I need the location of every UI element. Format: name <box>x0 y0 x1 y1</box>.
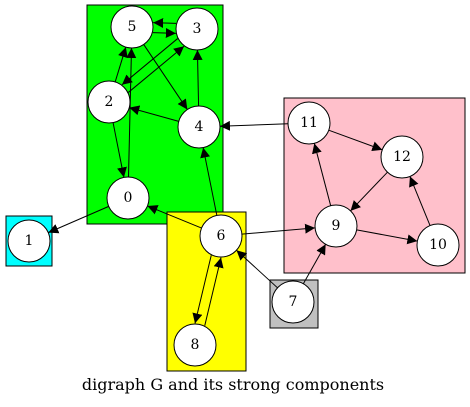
node-8: 8 <box>173 323 217 367</box>
edge-7-to-6 <box>236 249 278 289</box>
edge-9-to-10 <box>356 229 418 245</box>
node-3: 3 <box>175 7 219 51</box>
node-12: 12 <box>380 135 424 179</box>
edge-group <box>48 17 431 326</box>
node-1: 1 <box>7 219 51 263</box>
node-label: 7 <box>289 294 298 310</box>
edge-2-to-5 <box>114 46 128 83</box>
node-circle <box>173 323 217 367</box>
node-7: 7 <box>271 280 315 324</box>
edge-5-to-3 <box>152 28 176 39</box>
edge-2-to-3 <box>128 45 185 93</box>
node-circle <box>7 219 51 263</box>
node-label: 12 <box>393 149 411 165</box>
edge-6-to-8 <box>192 255 212 324</box>
node-circle <box>380 135 424 179</box>
edge-8-to-6 <box>204 257 224 326</box>
node-circle <box>287 101 331 145</box>
node-circle <box>177 105 221 149</box>
node-label: 11 <box>300 115 318 131</box>
graph-caption: digraph G and its strong components <box>82 375 384 394</box>
node-label: 9 <box>332 218 341 234</box>
edge-6-to-9 <box>241 223 316 235</box>
node-circle <box>199 214 243 258</box>
node-11: 11 <box>287 101 331 145</box>
component-clusters <box>5 4 466 372</box>
node-label: 2 <box>105 94 114 110</box>
edge-6-to-4 <box>200 147 218 216</box>
edge-7-to-9 <box>302 244 327 284</box>
node-circle <box>314 204 358 248</box>
node-label: 1 <box>25 233 34 249</box>
edge-4-to-3 <box>192 49 203 107</box>
edge-4-to-2 <box>129 105 179 122</box>
node-10: 10 <box>416 223 460 267</box>
node-label: 6 <box>217 228 226 244</box>
edge-0-to-1 <box>48 205 109 234</box>
edge-10-to-12 <box>409 176 431 226</box>
node-circle <box>175 7 219 51</box>
node-circle <box>106 176 150 220</box>
node-circle <box>271 280 315 324</box>
node-circle <box>110 5 154 49</box>
node-9: 9 <box>314 204 358 248</box>
node-label: 5 <box>128 19 137 35</box>
node-label: 10 <box>429 237 447 253</box>
node-4: 4 <box>177 105 221 149</box>
edge-3-to-5 <box>153 17 177 28</box>
node-label: 8 <box>191 337 200 353</box>
node-2: 2 <box>87 80 131 124</box>
edge-11-to-12 <box>328 129 383 152</box>
edge-11-to-4 <box>219 120 289 131</box>
edge-3-to-2 <box>121 38 178 86</box>
edge-9-to-11 <box>312 143 332 206</box>
edge-2-to-0 <box>112 122 127 178</box>
node-5: 5 <box>110 5 154 49</box>
node-6: 6 <box>199 214 243 258</box>
node-circle <box>416 223 460 267</box>
node-label: 0 <box>124 190 133 206</box>
node-label: 4 <box>195 119 204 135</box>
edge-6-to-0 <box>147 205 202 229</box>
node-label: 3 <box>193 21 202 37</box>
edge-12-to-9 <box>350 171 388 212</box>
node-circle <box>87 80 131 124</box>
edge-5-to-4 <box>143 44 188 110</box>
node-0: 0 <box>106 176 150 220</box>
